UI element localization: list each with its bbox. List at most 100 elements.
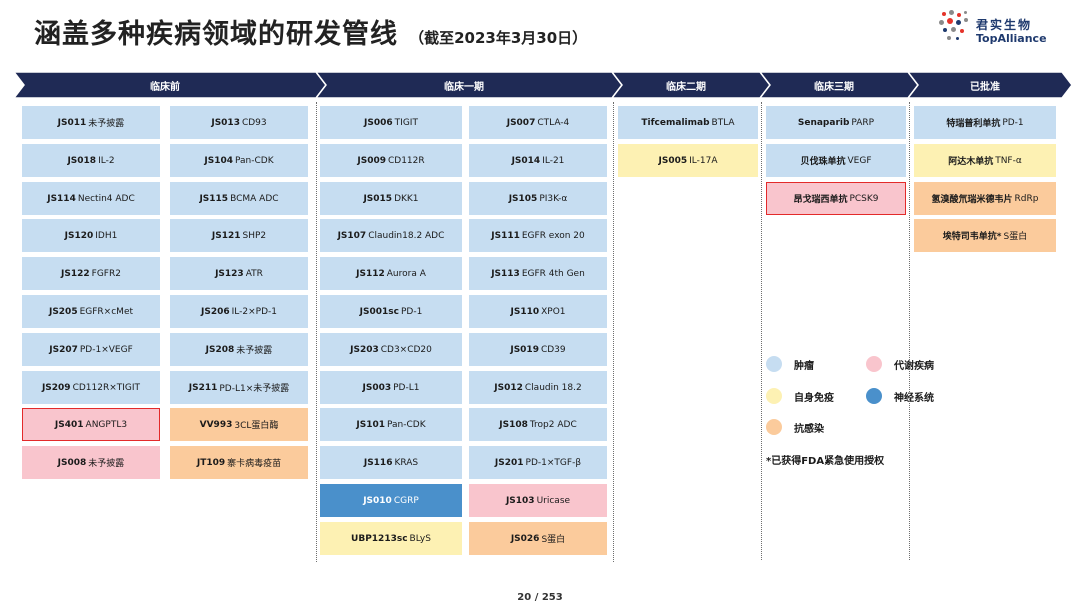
drug-code: JS005 xyxy=(658,155,688,166)
drug-target: PD-1 xyxy=(400,306,423,317)
chevron-shape xyxy=(760,72,918,98)
drug-code: Senaparib xyxy=(797,117,850,128)
drug-code: JS018 xyxy=(67,155,97,166)
drug-code: 氢溴酸氘瑞米德韦片 xyxy=(931,195,1013,205)
drug-code: 阿达木单抗 xyxy=(948,157,994,167)
drug-target: VEGF xyxy=(847,155,872,166)
column-divider xyxy=(613,102,614,562)
drug-target: CTLA-4 xyxy=(537,117,570,128)
drug-code: JS114 xyxy=(47,193,76,204)
drug-code: JS006 xyxy=(364,117,393,128)
drug-code: JS003 xyxy=(362,382,392,393)
drug-code: JS013 xyxy=(211,117,240,128)
drug-target: IL-17A xyxy=(689,155,718,166)
drug-code: VV993 xyxy=(199,419,233,430)
page-title: 涵盖多种疾病领域的研发管线 （截至2023年3月30日） xyxy=(34,12,587,51)
drug-target: 未予披露 xyxy=(88,459,125,469)
drug-target: PARP xyxy=(851,117,875,128)
drug-target: PD-L1 xyxy=(393,382,420,393)
drug-code: JS401 xyxy=(54,419,84,430)
legend-swatch-icon xyxy=(866,388,882,404)
legend: 肿瘤代谢疾病自身免疫神经系统抗感染 xyxy=(766,356,1006,466)
drug-code: JS112 xyxy=(356,268,385,279)
drug-code: JS107 xyxy=(337,230,367,241)
legend-item: 神经系统 xyxy=(866,388,934,404)
drug-target: 未予披露 xyxy=(236,346,273,356)
drug-code: JS203 xyxy=(350,344,379,355)
drug-code: JS208 xyxy=(205,344,235,355)
drug-target: XPO1 xyxy=(541,306,566,317)
title-main: 涵盖多种疾病领域的研发管线 xyxy=(34,19,398,50)
column-divider xyxy=(761,102,762,560)
drug-target: 未予披露 xyxy=(88,119,125,129)
drug-target: EGFR×cMet xyxy=(79,306,134,317)
drug-target: S蛋白 xyxy=(541,535,566,545)
chevron-fill xyxy=(760,72,918,98)
fda-note: *已获得FDA紧急使用授权 xyxy=(766,456,885,467)
drug-code: JS115 xyxy=(199,193,229,204)
legend-swatch-icon xyxy=(766,356,782,372)
drug-target: DKK1 xyxy=(394,193,419,204)
drug-code: JS014 xyxy=(511,155,541,166)
phase-label: 临床一期 xyxy=(444,81,484,93)
drug-target: BCMA ADC xyxy=(230,193,279,204)
title-date: （截至2023年3月30日） xyxy=(409,29,588,47)
drug-code: UBP1213sc xyxy=(351,533,408,544)
pipeline-item: 埃特司韦单抗*S蛋白 xyxy=(914,219,1056,252)
phase-header-2: 临床一期 xyxy=(316,72,622,98)
company-logo: 君实生物 TopAlliance xyxy=(938,8,1056,48)
drug-target: Pan-CDK xyxy=(235,155,274,166)
drug-code: 特瑞普利单抗 xyxy=(946,119,1001,129)
legend-label: 肿瘤 xyxy=(794,360,814,372)
logo-dots-icon xyxy=(938,10,972,46)
drug-target: IDH1 xyxy=(95,230,118,241)
drug-target: CD39 xyxy=(540,344,566,355)
legend-swatch-icon xyxy=(866,356,882,372)
drug-target: PCSK9 xyxy=(849,193,879,204)
drug-code: JS110 xyxy=(510,306,540,317)
drug-target: BLyS xyxy=(409,533,431,544)
drug-target: PD-1×VEGF xyxy=(79,344,133,355)
phase-header-3: 临床二期 xyxy=(612,72,770,98)
drug-target: CD112R×TIGIT xyxy=(72,382,141,393)
drug-target: S蛋白 xyxy=(1003,232,1028,242)
drug-code: JS120 xyxy=(64,230,94,241)
drug-target: PI3K-α xyxy=(539,193,568,204)
logo-text-en: TopAlliance xyxy=(976,32,1047,45)
legend-label: 代谢疾病 xyxy=(894,360,934,372)
legend-item: 代谢疾病 xyxy=(866,356,934,372)
drug-code: JS007 xyxy=(506,117,536,128)
drug-target: KRAS xyxy=(394,457,419,468)
drug-code: JS116 xyxy=(363,457,393,468)
drug-code: JS211 xyxy=(188,382,218,393)
drug-target: RdRp xyxy=(1014,193,1039,204)
drug-target: SHP2 xyxy=(242,230,267,241)
drug-code: Tifcemalimab xyxy=(641,117,710,128)
legend-item: 肿瘤 xyxy=(766,356,814,372)
phase-label: 临床前 xyxy=(150,81,180,93)
